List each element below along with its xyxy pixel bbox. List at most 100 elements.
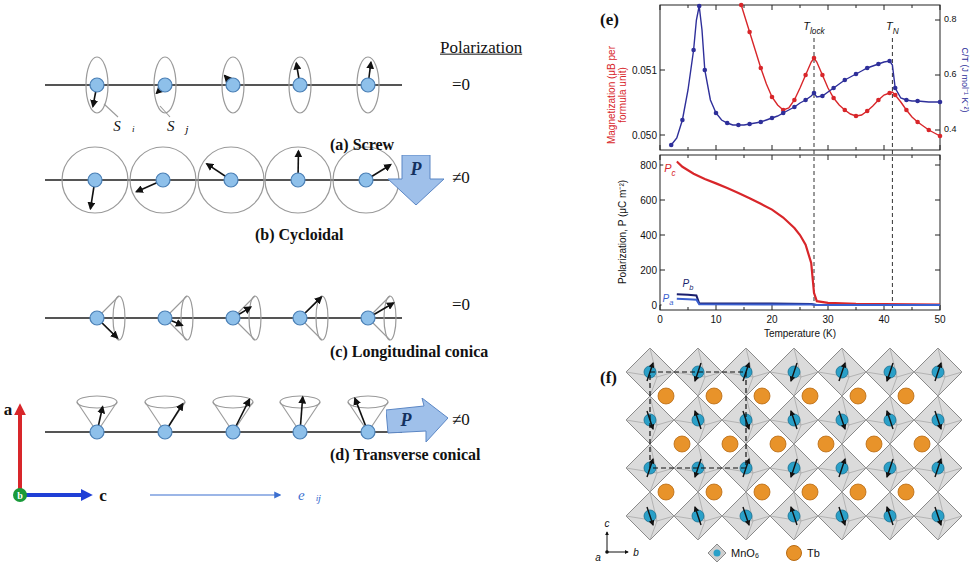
data-point [770,95,775,100]
axis-tick [772,305,773,310]
bond-vector [150,494,280,495]
legend-item: MnO₆ [708,544,759,562]
axis-tick [688,147,689,150]
data-point [854,114,859,119]
axis-tick [744,307,745,310]
chart-label: 0 [651,300,657,311]
axis-tick [935,270,940,271]
chart-label: 0.4 [944,125,957,135]
tb-ion [706,484,722,500]
data-point [938,134,943,139]
axis-tick [772,145,773,150]
panel-label: (a) Screw [330,136,394,154]
data-point [812,56,817,61]
unit-cell [650,372,746,468]
axis-tick [912,307,913,310]
axis-tick [912,147,913,150]
data-point [747,30,752,35]
chart-label: Magnetization (μB per formula unit) [606,33,628,158]
chart-label: 0.050 [632,130,657,141]
tb-ion [866,436,882,452]
tb-ion [658,484,674,500]
spin-orbit [384,296,396,340]
legend-swatch [786,545,802,561]
panel-label: S⃗ⱼ [167,118,189,135]
axis-tick [800,5,801,8]
spin-orbit [198,147,264,213]
spin-arrow [839,459,845,477]
axis-tick [800,147,801,150]
axis-tick [940,5,941,10]
axis-tick [800,155,801,158]
spin-orbit [222,57,244,113]
axis-tick [940,155,941,160]
ion-site [293,311,307,325]
data-point [927,128,932,133]
axis-tick [716,5,717,10]
polarization-symbol: P [411,160,422,178]
spin-arrow [887,459,893,477]
ion-site [293,78,307,92]
axis-tick [856,5,857,8]
cone-line [104,104,118,117]
spin-orbit [213,396,253,408]
chart-label: c [605,518,610,529]
plot-frame [660,5,940,150]
panel-label: S⃗ᵢ [113,118,135,135]
chart-label: 0.051 [632,65,657,76]
axis-tick [660,145,661,150]
axis-tick [912,5,913,8]
axis-tick [935,235,940,236]
tb-ion [914,436,930,452]
ion-site [361,311,375,325]
spin-orbit [62,147,128,213]
legend-text: MnO₆ [731,547,759,559]
spin-arrow [791,411,797,429]
spin-orbit [145,396,185,408]
polarization-symbol: P [401,411,412,429]
axis-tick [772,5,773,10]
axis-arrow [607,532,608,552]
legend-text: Tb [807,547,820,559]
tb-ion [674,436,690,452]
spin-orbit [154,57,176,113]
chart-label: 40 [878,314,889,325]
data-point [865,109,870,114]
spin-arrow [887,363,893,381]
polarization-a-curve [677,299,940,305]
chart-label: 0.6 [944,70,957,80]
chart-label: Tlock [803,20,824,35]
ion-site [158,78,172,92]
spin-orbit [316,296,328,340]
axis-tick [828,155,829,160]
data-point [803,73,808,78]
axis-tick [935,165,940,166]
spin-orbit [249,296,261,340]
octahedron-edge [914,492,962,540]
spin-arrow [839,411,845,429]
axis-tick [940,145,941,150]
axis-tick [935,20,940,21]
data-point [893,93,898,98]
panel-label: e⃗ᵢⱼ [298,487,322,504]
tb-ion [706,388,722,404]
tb-ion [850,388,866,404]
axis-tick [828,145,829,150]
polarization-arrow: P [388,155,444,205]
data-point [887,91,892,96]
octahedron-symbol [708,544,726,562]
plot-frame [660,155,940,310]
chart-label: C/T (J mol⁻¹ K⁻²) [959,15,969,145]
chart-label: Pa [662,293,675,307]
data-point [904,98,909,103]
tb-ion [898,484,914,500]
data-point [803,98,808,103]
spin-arrow [887,507,893,525]
axis-tick [716,155,717,160]
axis-tick [935,130,940,131]
polarization-c-curve [677,162,940,305]
spin-arrow [695,411,701,429]
panel-label: (d) Transverse conical [330,446,481,464]
panel-label: ≠0 [452,411,470,430]
